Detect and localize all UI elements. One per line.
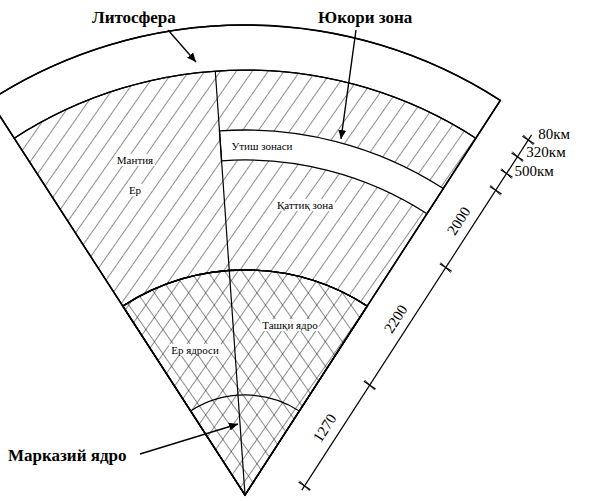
dimension-label: 1270 — [310, 411, 340, 445]
transition-zone-band — [220, 130, 444, 214]
region-label: Ер — [127, 184, 143, 196]
dimension-tick — [300, 481, 310, 491]
region-label: Ер ядроси — [169, 344, 221, 356]
dimension-tick — [512, 152, 522, 162]
dimension-tick — [491, 185, 501, 195]
layer-heading: Литосфера — [92, 9, 176, 28]
dimension-label: 500км — [514, 163, 553, 180]
dimension-label: 80км — [538, 126, 570, 143]
inner-core-boundary — [191, 395, 300, 411]
region-label: Ташқи ядро — [260, 319, 319, 331]
region-label: Утиш зонаси — [229, 140, 294, 152]
dimension-tick — [365, 380, 375, 390]
leader-line — [341, 30, 356, 139]
layer-heading: Юкори зона — [318, 9, 412, 28]
layer-heading: Марказий ядро — [8, 447, 126, 466]
dimension-line — [302, 135, 532, 490]
divider-line — [215, 71, 245, 495]
region-label: Мантия — [115, 154, 155, 166]
earth-wedge — [0, 25, 500, 495]
dimension-label: 2000 — [444, 204, 474, 238]
leader-line — [168, 30, 196, 62]
wedge-outline — [0, 25, 500, 495]
dimension-line — [299, 135, 535, 491]
dimension-tick — [441, 263, 451, 273]
region-label: Қаттиқ зона — [275, 199, 335, 211]
core-region — [123, 270, 367, 495]
dimension-tick — [523, 135, 533, 145]
leader-line — [140, 424, 238, 454]
core-region — [123, 270, 367, 495]
dimension-label: 320км — [526, 144, 565, 161]
core-ground — [123, 270, 367, 495]
dimension-label: 2200 — [381, 302, 411, 336]
dimension-tick — [502, 169, 512, 179]
